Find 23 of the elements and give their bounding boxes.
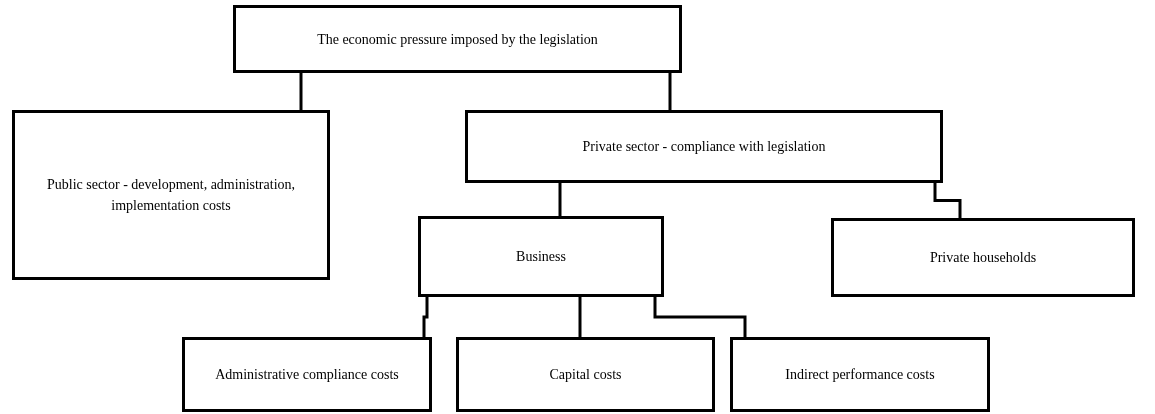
connector-line	[422, 297, 429, 337]
box-text: Capital costs	[549, 366, 622, 384]
box-text: Private households	[929, 249, 1037, 267]
connector-line	[299, 73, 303, 110]
connector-line	[933, 183, 962, 218]
private-sector-box	[465, 110, 943, 183]
box-text: Public sector - development, administration, implementation costs	[45, 176, 297, 215]
business-box	[418, 216, 664, 297]
connector-line	[653, 297, 747, 337]
connector-line	[668, 73, 672, 110]
public-sector-box	[12, 110, 330, 280]
box-text: Private sector - compliance with legislation	[582, 138, 826, 156]
box-text: Administrative compliance costs	[215, 366, 399, 384]
box-text: The economic pressure imposed by the legislation	[317, 30, 598, 49]
connector-line	[558, 183, 562, 216]
households-box	[831, 218, 1135, 297]
root-box	[233, 5, 682, 73]
box-text: Business	[516, 248, 566, 266]
box-text: Indirect performance costs	[785, 366, 935, 384]
cost-box	[730, 337, 990, 412]
cost-box	[182, 337, 432, 412]
connector-line	[578, 297, 582, 337]
cost-box	[456, 337, 715, 412]
